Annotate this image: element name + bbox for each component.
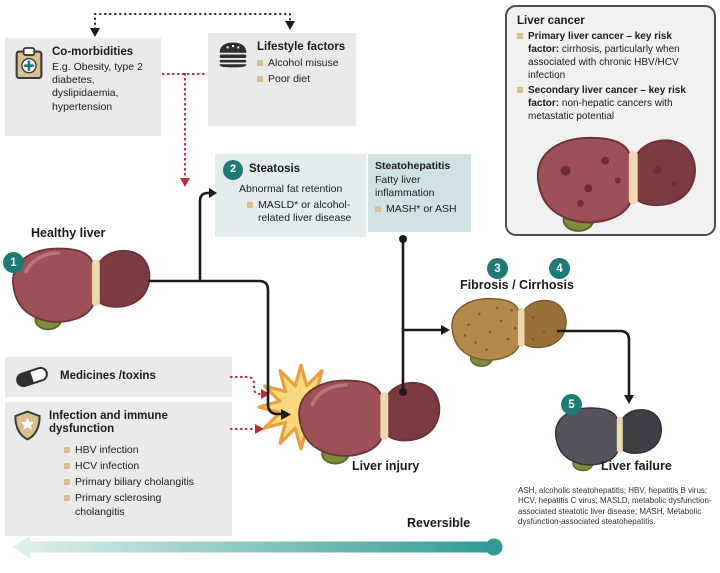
square-bullet-icon <box>64 479 70 486</box>
steatohepatitis-box: Steatohepatitis Fatty liver inflammation… <box>368 154 471 232</box>
infection-box: Infection and immune dysfunction HBV inf… <box>5 402 232 536</box>
arrowhead-down-icon <box>285 21 295 30</box>
comorbidities-lifestyle-dotted-link <box>94 13 291 30</box>
healthy-to-steatosis-arrow <box>198 191 209 281</box>
lifestyle-factors-box: Lifestyle factors Alcohol misuse Poor di… <box>208 33 356 126</box>
liver-cancer-title: Liver cancer <box>517 15 585 27</box>
steatosis-title: Steatosis <box>249 163 301 176</box>
infection-title: Infection and immune dysfunction <box>49 410 168 436</box>
injured-liver-illustration <box>298 379 441 465</box>
list-item: Primary liver cancer – key risk factor: … <box>517 30 704 82</box>
square-bullet-icon <box>64 463 70 470</box>
square-bullet-icon <box>257 76 263 83</box>
square-bullet-icon <box>257 60 263 67</box>
steatohepatitis-title: Steatohepatitis <box>375 160 451 172</box>
arrowhead-down-icon <box>90 28 100 37</box>
square-bullet-icon <box>375 206 381 213</box>
pill-capsule-icon <box>16 366 48 388</box>
list-item: HBV infection <box>64 444 223 457</box>
reversible-arrow-origin-dot <box>485 538 503 556</box>
steatosis-subtitle: Abnormal fat retention <box>239 183 343 195</box>
steatohepatitis-subtitle: Fatty liver inflammation <box>375 174 435 200</box>
stage-number-1: 1 <box>3 252 24 273</box>
lifestyle-title: Lifestyle factors <box>257 41 346 53</box>
list-item: Secondary liver cancer – key risk factor… <box>517 84 704 123</box>
square-bullet-icon <box>247 202 253 209</box>
comorbidities-title: Co-morbidities <box>52 46 134 58</box>
list-item: Primary sclerosing cholangitis <box>64 492 194 518</box>
liver-injury-label: Liver injury <box>352 459 420 473</box>
reversible-label: Reversible <box>407 516 471 530</box>
stage-number-2: 2 <box>223 160 243 180</box>
list-item: Poor diet <box>257 73 345 86</box>
comorbidities-box: Co-morbidities E.g. Obesity, type 2 diab… <box>5 38 161 136</box>
square-bullet-icon <box>517 87 523 94</box>
square-bullet-icon <box>64 495 70 502</box>
healthy-liver-illustration <box>12 247 151 331</box>
list-item: MASLD* or alcohol-related liver disease <box>247 199 358 225</box>
square-bullet-icon <box>517 33 523 40</box>
abbreviations-footnote: ASH, alcoholic steatohepatitis; HBV, hep… <box>518 486 712 527</box>
comorbidities-body: E.g. Obesity, type 2 diabetes, dyslipida… <box>52 61 143 113</box>
shield-star-icon <box>14 410 41 441</box>
list-item: HCV infection <box>64 460 223 473</box>
connector-node <box>399 235 407 243</box>
cancer-liver-illustration <box>536 136 696 232</box>
list-item: Alcohol misuse <box>257 57 345 70</box>
stage-number-4: 4 <box>549 258 570 279</box>
red-arrowhead-icon <box>180 178 190 187</box>
list-item: MASH* or ASH <box>375 203 464 216</box>
healthy-liver-label: Healthy liver <box>31 226 106 240</box>
fibrosis-cirrhosis-label: Fibrosis / Cirrhosis <box>460 278 574 292</box>
medicines-toxins-box: Medicines /toxins <box>5 357 232 397</box>
medicines-title: Medicines /toxins <box>60 370 156 383</box>
failed-liver-illustration <box>554 407 662 472</box>
fibrotic-liver-illustration <box>451 298 567 367</box>
tumour-spots <box>560 156 677 207</box>
square-bullet-icon <box>64 447 70 453</box>
stage-number-5: 5 <box>561 394 582 415</box>
liver-failure-label: Liver failure <box>601 459 672 473</box>
liver-cancer-box: Liver cancer Primary liver cancer – key … <box>505 5 716 236</box>
stage-number-3: 3 <box>487 258 508 279</box>
clipboard-medical-icon <box>15 47 43 80</box>
fibrosis-speckles <box>463 306 546 352</box>
burger-icon <box>219 42 247 68</box>
list-item: Primary biliary cholangitis <box>64 476 223 489</box>
steatosis-box: 2 Steatosis Abnormal fat retention MASLD… <box>215 154 366 237</box>
reversible-arrow <box>12 536 494 558</box>
